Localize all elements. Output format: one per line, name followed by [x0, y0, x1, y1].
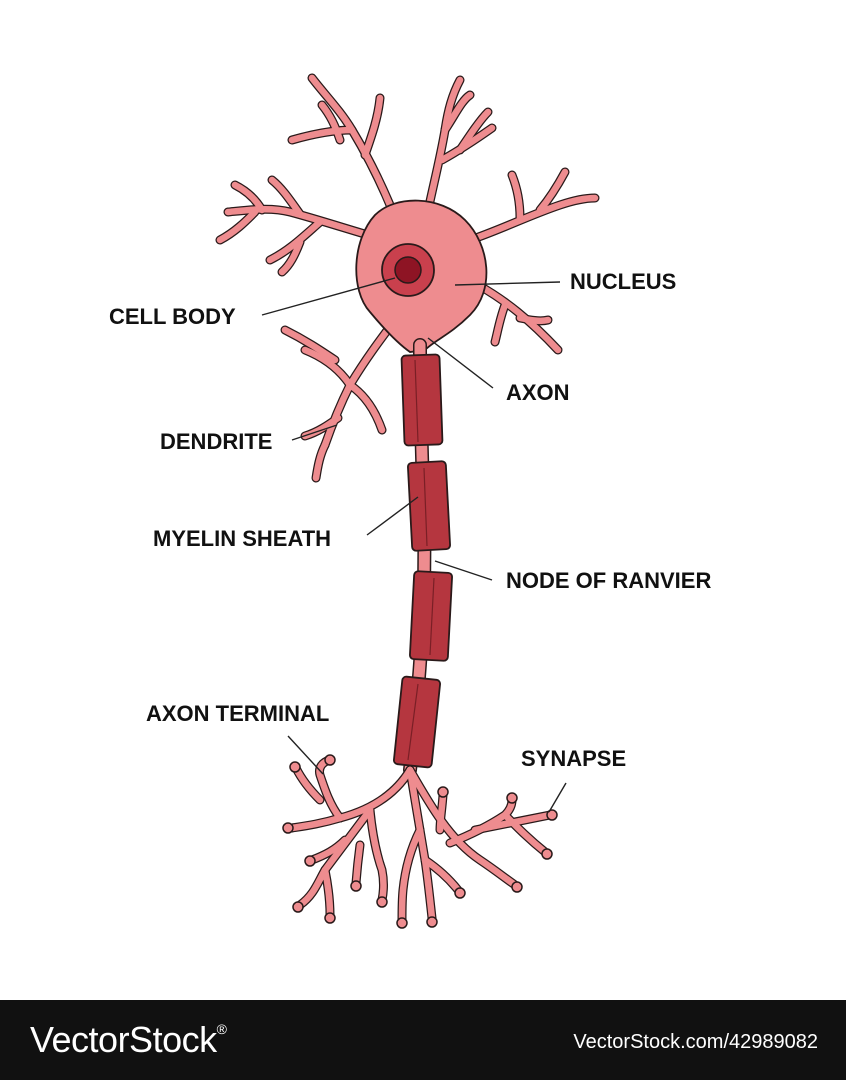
myelin-segment	[409, 570, 453, 662]
brand-name: VectorStock	[30, 1019, 217, 1060]
label-node-of-ranvier: NODE OF RANVIER	[506, 568, 712, 593]
watermark-footer: VectorStock® VectorStock.com/42989082	[0, 1000, 846, 1080]
myelin-segment	[407, 460, 451, 552]
synaptic-knobs	[282, 754, 558, 929]
label-nucleus: NUCLEUS	[570, 269, 677, 294]
neuron-illustration: .br { stroke: #2a1a1a; stroke-width: 9; …	[215, 73, 600, 929]
myelin-segment	[393, 675, 441, 769]
leader-lines	[261, 277, 567, 813]
label-axon: AXON	[506, 380, 570, 405]
nucleus	[381, 243, 435, 297]
label-myelin-sheath: MYELIN SHEATH	[153, 526, 332, 551]
registered-mark: ®	[216, 1021, 227, 1037]
brand-logo: VectorStock®	[30, 1019, 227, 1060]
label-cell-body: CELL BODY	[109, 304, 236, 329]
label-axon-terminal: AXON TERMINAL	[146, 701, 330, 726]
label-synapse: SYNAPSE	[521, 746, 627, 771]
label-dendrite: DENDRITE	[160, 429, 273, 454]
myelin-sheath-segments	[393, 353, 453, 769]
image-id: VectorStock.com/42989082	[573, 1031, 818, 1053]
myelin-segment	[400, 353, 444, 447]
axon-terminals	[282, 754, 558, 929]
